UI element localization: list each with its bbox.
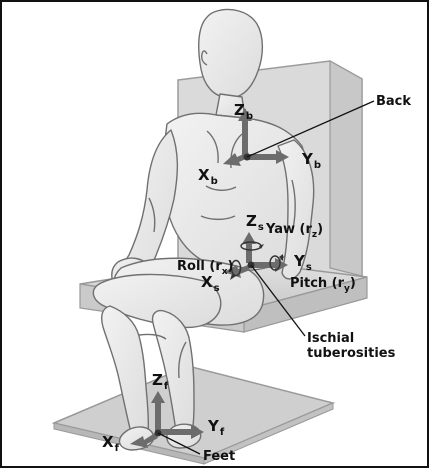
ischial-label-line-2: tuberosities bbox=[307, 346, 396, 361]
ischial-label-line-1: Ischial bbox=[307, 331, 354, 346]
feet-label: Feet bbox=[203, 449, 235, 464]
back-label: Back bbox=[376, 94, 411, 109]
